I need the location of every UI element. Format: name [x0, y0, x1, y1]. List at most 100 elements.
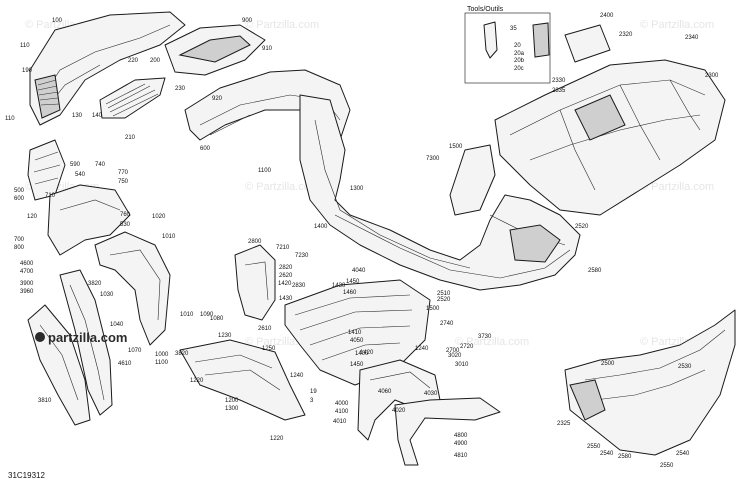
watermark: © Partzilla.com [640, 19, 714, 31]
callout-label: 1220 [190, 378, 204, 384]
callout-label: 120 [27, 214, 38, 220]
callout-label: 2520 [437, 297, 451, 303]
callout-label: 2300 [705, 73, 719, 79]
callout-label: 35 [510, 26, 517, 32]
callout-label: 1040 [110, 322, 124, 328]
callout-label: 2550 [587, 444, 601, 450]
tool-wrench-icon [483, 21, 498, 59]
callout-label: 2510 [437, 291, 451, 297]
callout-label: 2530 [678, 364, 692, 370]
callout-label: 500 [14, 188, 25, 194]
callout-label: 20 [514, 43, 521, 49]
callout-label: 600 [14, 196, 25, 202]
callout-label: 200 [150, 58, 161, 64]
main-frame [299, 94, 581, 291]
callout-label: 4700 [20, 269, 34, 275]
center-panel [234, 244, 276, 321]
callout-label: 4030 [424, 391, 438, 397]
callout-label: 2800 [248, 239, 262, 245]
callout-label: 1030 [100, 292, 114, 298]
callout-label: 20a [514, 51, 525, 57]
cargo-box [494, 59, 726, 216]
callout-label: 2610 [258, 326, 272, 332]
callout-label: 1500 [426, 306, 440, 312]
callout-label: 20b [514, 58, 525, 64]
callout-label: 3010 [455, 362, 469, 368]
callout-label: 210 [125, 135, 136, 141]
side-bracket [27, 139, 66, 201]
callout-label: 1400 [355, 351, 369, 357]
callout-label: 590 [70, 162, 81, 168]
callout-label: 2520 [575, 224, 589, 230]
callout-label: 4050 [350, 338, 364, 344]
callout-label: 1410 [348, 330, 362, 336]
callout-label: 1080 [210, 316, 224, 322]
callout-label: 1010 [162, 234, 176, 240]
watermark: © Partzilla.com [455, 336, 529, 348]
callout-label: 1100 [155, 360, 169, 366]
callout-label: 130 [72, 113, 83, 119]
callout-label: 800 [14, 245, 25, 251]
callout-label: 1000 [155, 352, 169, 358]
callout-label: 910 [262, 46, 273, 52]
callout-label: 1430 [332, 283, 346, 289]
callout-label: 700 [14, 237, 25, 243]
callout-label: 2740 [440, 321, 454, 327]
callout-label: 3 [310, 398, 314, 404]
callout-label: 2540 [676, 451, 690, 457]
callout-label: 3810 [38, 398, 52, 404]
watermark: © Partzilla.com [640, 181, 714, 193]
callout-label: 3960 [20, 289, 34, 295]
callout-label: 220 [128, 58, 139, 64]
rocker-panel-right [394, 397, 501, 466]
callout-label: 4800 [454, 433, 468, 439]
callout-label: 1010 [180, 312, 194, 318]
tail-bracket [564, 309, 736, 456]
callout-label: 1250 [262, 346, 276, 352]
callout-label: 3820 [175, 351, 189, 357]
callout-label: 4010 [333, 419, 347, 425]
side-sill-panel [179, 339, 306, 421]
callout-label: 1240 [290, 373, 304, 379]
callout-label: 920 [212, 96, 223, 102]
front-fascia [29, 11, 186, 126]
callout-label: 2580 [588, 268, 602, 274]
callout-label: 110 [20, 43, 30, 49]
callout-label: 2320 [619, 32, 633, 38]
callout-label: 4810 [454, 453, 468, 459]
callout-label: 100 [52, 18, 63, 24]
watermark: © Partzilla.com [245, 19, 319, 31]
callout-label: 4020 [392, 408, 406, 414]
callout-label: 4600 [20, 261, 34, 267]
callout-label: 4040 [352, 268, 366, 274]
callout-label: 1420 [360, 350, 374, 356]
cargo-lid [564, 24, 611, 63]
callout-label: 1090 [200, 312, 214, 318]
callout-label: 230 [175, 86, 186, 92]
callout-label: 3730 [478, 334, 492, 340]
headlight-grille [99, 77, 166, 119]
callout-label: 7210 [276, 245, 290, 251]
callout-label: 1500 [449, 144, 463, 150]
callout-label: 1300 [350, 186, 364, 192]
callout-label: 2330 [552, 78, 566, 84]
callout-label: 1100 [258, 168, 272, 174]
side-panel-long [94, 231, 171, 346]
callout-label: 3020 [448, 353, 462, 359]
callout-label: 110 [5, 116, 15, 122]
callout-label: 1430 [279, 296, 293, 302]
callout-label: 900 [242, 18, 253, 24]
callout-label: 20c [514, 66, 524, 72]
callout-label: 1230 [218, 333, 232, 339]
callout-label: 540 [75, 172, 86, 178]
callout-label: 2580 [618, 454, 632, 460]
callout-label: 1070 [128, 348, 142, 354]
console-pillar [449, 144, 496, 216]
tool-case-icon [532, 22, 550, 58]
callout-label: 2540 [600, 451, 614, 457]
tools-title: Tools/Outils [467, 6, 504, 13]
callout-label: 1020 [152, 214, 166, 220]
callout-label: 2720 [460, 344, 474, 350]
tools-frame [464, 12, 551, 84]
